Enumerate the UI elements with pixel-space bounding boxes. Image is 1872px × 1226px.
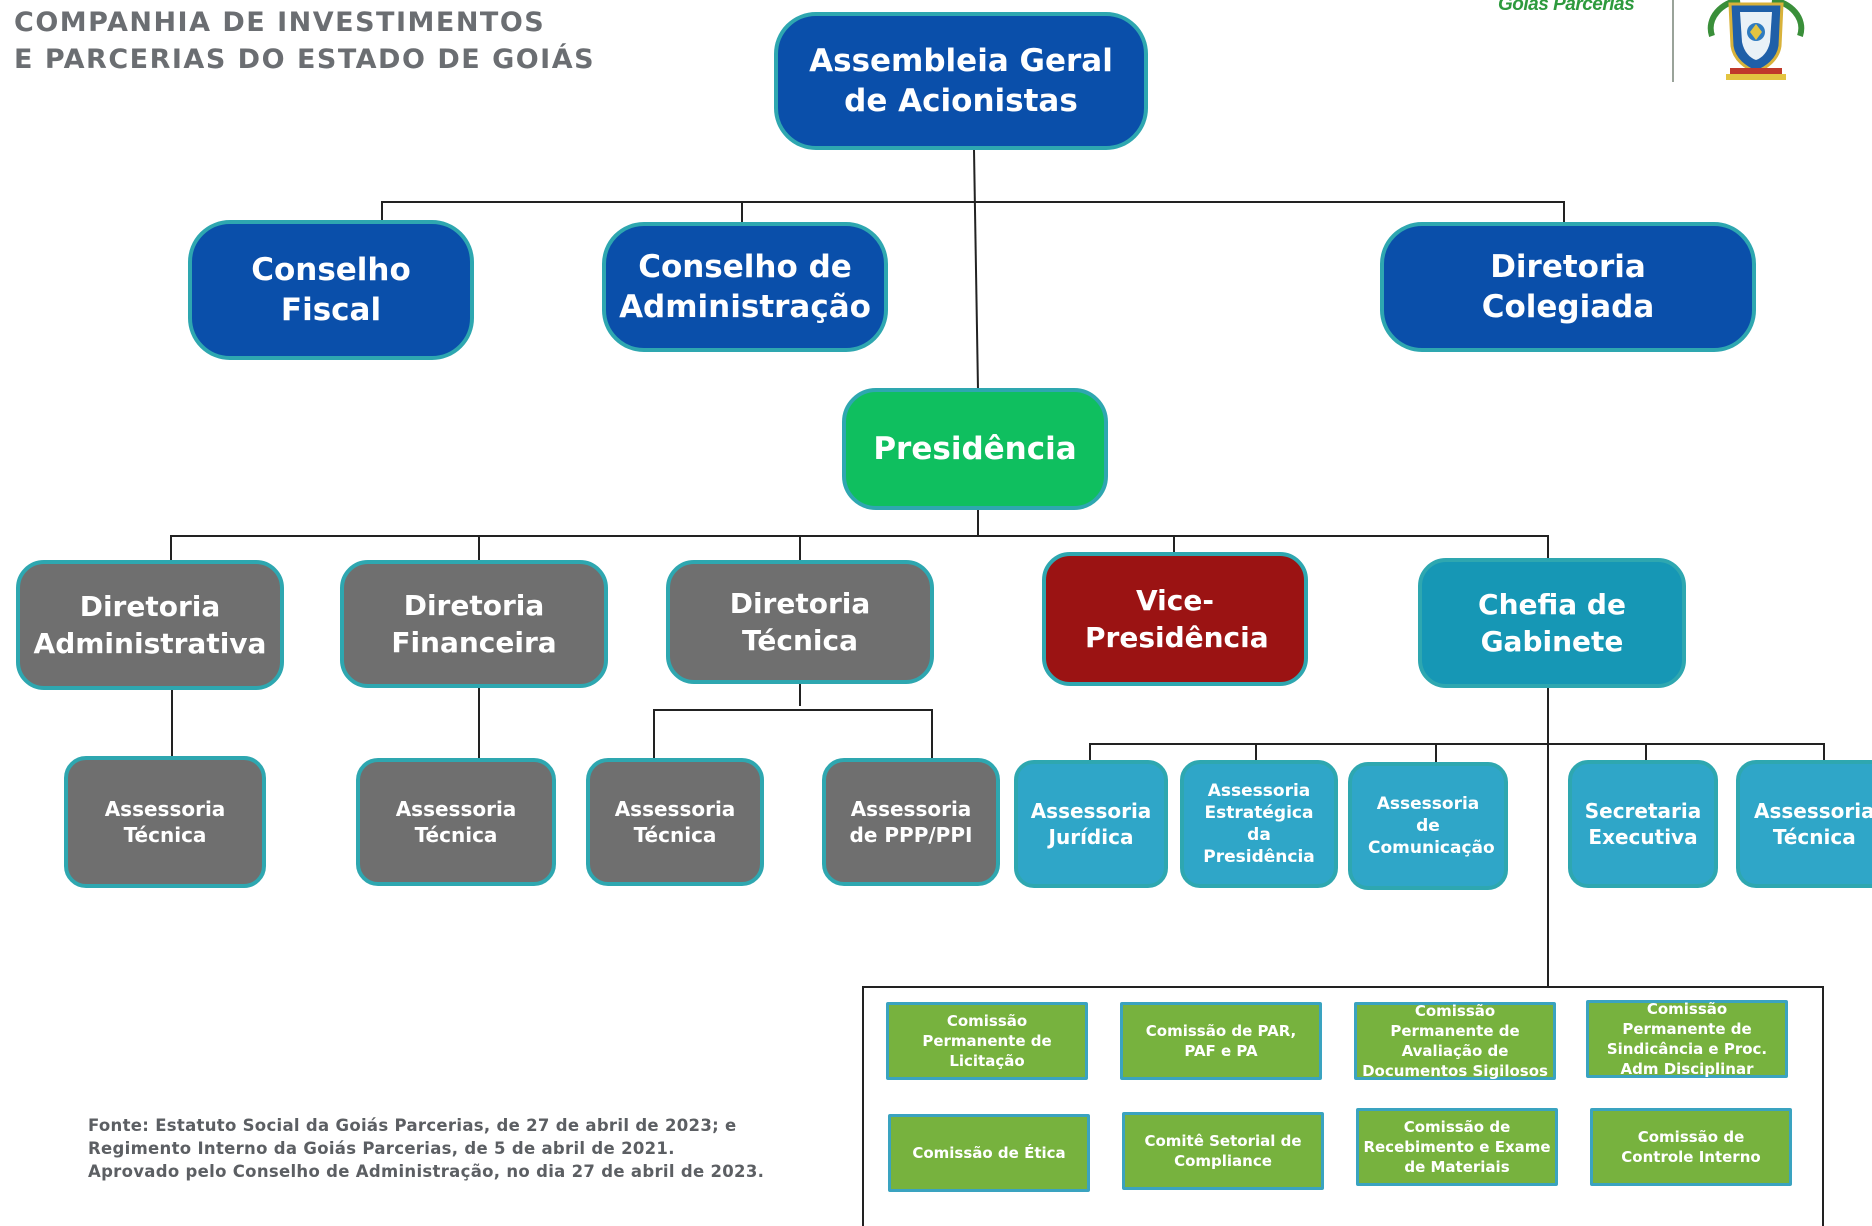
organization-name-line2: E PARCERIAS DO ESTADO DE GOIÁS — [14, 44, 596, 75]
diretoria-administrativa-box: Diretoria Administrativa — [16, 560, 284, 690]
comissao-licitacao-box: Comissão Permanente de Licitação — [886, 1002, 1088, 1080]
conselho-administracao-box: Conselho de Administração — [602, 222, 888, 352]
comissao-licitacao-label: Comissão Permanente de Licitação — [922, 1012, 1052, 1070]
comissao-par-label: Comissão de PAR, PAF e PA — [1145, 1022, 1297, 1060]
diretoria-administrativa-label: Diretoria Administrativa — [33, 590, 267, 660]
assessoria-comunicacao-box: Assessoria de Comunicação — [1348, 762, 1508, 890]
assembleia-geral-label: Assembleia Geral de Acionistas — [809, 43, 1113, 119]
state-coat-of-arms-icon — [1707, 0, 1805, 80]
comissao-etica-box: Comissão de Ética — [888, 1114, 1090, 1192]
assessoria-ppp-label: Assessoria de PPP/PPI — [849, 797, 973, 847]
assessoria-estrategica-box: Assessoria Estratégica da Presidência — [1180, 760, 1338, 888]
footnote-line3: Aprovado pelo Conselho de Administração,… — [88, 1162, 765, 1181]
organization-name-line1: COMPANHIA DE INVESTIMENTOS — [14, 7, 546, 38]
comissao-sindicancia-label: Comissão Permanente de Sindicância e Pro… — [1606, 1000, 1768, 1078]
vice-presidencia-label: Vice-Presidência — [1085, 584, 1269, 654]
commissions-frame — [862, 986, 1824, 1226]
secretaria-executiva-label: Secretaria Executiva — [1584, 799, 1702, 849]
assessoria-ppp-box: Assessoria de PPP/PPI — [822, 758, 1000, 886]
assessoria-estrategica-label: Assessoria Estratégica da Presidência — [1203, 781, 1315, 867]
assembleia-geral-box: Assembleia Geral de Acionistas — [774, 12, 1148, 150]
assessoria-tecnica-financeira-label: Assessoria Técnica — [395, 797, 517, 847]
conselho-administracao-label: Conselho de Administração — [619, 249, 871, 325]
source-footnote: Fonte: Estatuto Social da Goiás Parceria… — [88, 1114, 764, 1183]
vice-presidencia-box: Vice-Presidência — [1042, 552, 1308, 686]
assessoria-juridica-label: Assessoria Jurídica — [1030, 799, 1152, 849]
presidencia-box: Presidência — [842, 388, 1108, 510]
assessoria-tecnica-chefia-label: Assessoria Técnica — [1754, 799, 1872, 849]
diretoria-colegiada-box: Diretoria Colegiada — [1380, 222, 1756, 352]
assessoria-comunicacao-label: Assessoria de Comunicação — [1368, 794, 1495, 858]
conselho-fiscal-box: Conselho Fiscal — [188, 220, 474, 360]
diretoria-financeira-box: Diretoria Financeira — [340, 560, 608, 688]
diretoria-financeira-label: Diretoria Financeira — [391, 589, 557, 659]
assessoria-juridica-box: Assessoria Jurídica — [1014, 760, 1168, 888]
comissao-recebimento-box: Comissão de Recebimento e Exame de Mater… — [1356, 1108, 1558, 1186]
diretoria-tecnica-box: Diretoria Técnica — [666, 560, 934, 684]
comissao-recebimento-label: Comissão de Recebimento e Exame de Mater… — [1363, 1118, 1551, 1176]
comissao-etica-label: Comissão de Ética — [912, 1144, 1066, 1162]
assessoria-tecnica-financeira-box: Assessoria Técnica — [356, 758, 556, 886]
comissao-sigilosos-label: Comissão Permanente de Avaliação de Docu… — [1362, 1002, 1548, 1080]
footnote-line1: Fonte: Estatuto Social da Goiás Parceria… — [88, 1116, 737, 1135]
comite-compliance-label: Comitê Setorial de Compliance — [1144, 1132, 1302, 1170]
comissao-sindicancia-box: Comissão Permanente de Sindicância e Pro… — [1586, 1000, 1788, 1078]
presidencia-label: Presidência — [873, 431, 1077, 467]
goias-parcerias-logo: Goiás Parcerias — [1498, 0, 1635, 15]
comissao-controle-label: Comissão de Controle Interno — [1621, 1128, 1761, 1166]
secretaria-executiva-box: Secretaria Executiva — [1568, 760, 1718, 888]
assessoria-tecnica-tecnica-box: Assessoria Técnica — [586, 758, 764, 886]
diretoria-tecnica-label: Diretoria Técnica — [729, 587, 871, 657]
chefia-gabinete-label: Chefia de Gabinete — [1478, 588, 1626, 658]
assessoria-tecnica-chefia-box: Assessoria Técnica — [1736, 760, 1872, 888]
comissao-controle-box: Comissão de Controle Interno — [1590, 1108, 1792, 1186]
assessoria-tecnica-tecnica-label: Assessoria Técnica — [614, 797, 736, 847]
comissao-par-box: Comissão de PAR, PAF e PA — [1120, 1002, 1322, 1080]
chefia-gabinete-box: Chefia de Gabinete — [1418, 558, 1686, 688]
assessoria-tecnica-administrativa-box: Assessoria Técnica — [64, 756, 266, 888]
diretoria-colegiada-label: Diretoria Colegiada — [1481, 249, 1655, 325]
comite-compliance-box: Comitê Setorial de Compliance — [1122, 1112, 1324, 1190]
comissao-sigilosos-box: Comissão Permanente de Avaliação de Docu… — [1354, 1002, 1556, 1080]
logo-divider — [1672, 0, 1674, 82]
footnote-line2: Regimento Interno da Goiás Parcerias, de… — [88, 1139, 675, 1158]
conselho-fiscal-label: Conselho Fiscal — [251, 252, 411, 328]
assessoria-tecnica-administrativa-label: Assessoria Técnica — [104, 797, 226, 847]
organization-name: COMPANHIA DE INVESTIMENTOS E PARCERIAS D… — [14, 4, 595, 78]
